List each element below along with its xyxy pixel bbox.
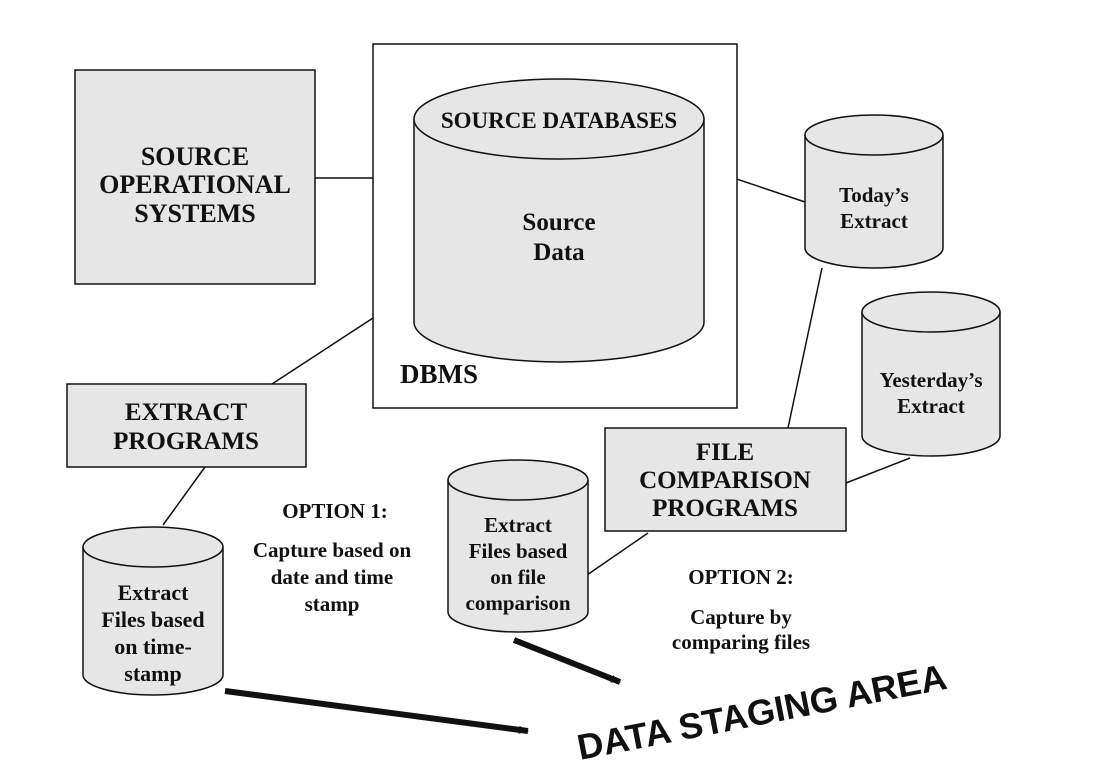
file-comparison-line1: FILE — [696, 439, 754, 466]
extract-programs-line2: PROGRAMS — [113, 428, 259, 455]
connector-todays-extract-to-file-comparison — [787, 267, 823, 429]
comparison-files-line1: Extract — [484, 513, 552, 537]
yesterdays-extract-cylinder: Yesterday’s Extract — [861, 291, 1001, 457]
file-comparison-line3: PROGRAMS — [652, 495, 798, 522]
arrow-timestamp-files-to-staging — [224, 688, 529, 734]
timestamp-files-line2: Files based — [101, 607, 204, 632]
timestamp-files-line1: Extract — [118, 580, 190, 605]
todays-extract-line2: Extract — [840, 209, 908, 233]
comparison-files-line3: on file — [490, 565, 545, 589]
option2-text: OPTION 2: Capture by comparing files — [672, 565, 810, 654]
option1-line2: date and time — [271, 565, 394, 589]
yesterdays-extract-line2: Extract — [897, 394, 965, 418]
source-systems-line2: OPERATIONAL — [99, 170, 291, 199]
file-comparison-programs-box: FILE COMPARISON PROGRAMS — [604, 427, 847, 532]
todays-extract-line1: Today’s — [839, 183, 909, 207]
file-comparison-line2: COMPARISON — [639, 467, 811, 494]
connector-extract-programs-to-timestamp-files — [162, 466, 206, 526]
todays-extract-cylinder: Today’s Extract — [804, 114, 944, 269]
timestamp-files-line3: on time- — [114, 634, 192, 659]
option2-title: OPTION 2: — [688, 565, 794, 589]
comparison-files-line4: comparison — [466, 591, 571, 615]
source-data-line2: Data — [533, 239, 585, 266]
comparison-extract-files-cylinder: Extract Files based on file comparison — [447, 459, 589, 633]
option1-line1: Capture based on — [253, 538, 412, 562]
option1-title: OPTION 1: — [282, 499, 388, 523]
extract-programs-box: EXTRACT PROGRAMS — [66, 383, 307, 468]
staging-arrows — [224, 637, 622, 734]
source-systems-line3: SYSTEMS — [134, 199, 255, 228]
source-operational-systems-box: SOURCE OPERATIONAL SYSTEMS — [74, 69, 316, 285]
timestamp-extract-files-cylinder: Extract Files based on time- stamp — [82, 526, 224, 696]
arrow-comparison-files-to-staging — [512, 637, 622, 685]
option2-line2: comparing files — [672, 630, 810, 654]
option1-line3: stamp — [305, 592, 360, 616]
source-systems-line1: SOURCE — [141, 142, 249, 171]
yesterdays-extract-line1: Yesterday’s — [879, 368, 982, 392]
connector-file-comparison-to-comparison-files — [586, 532, 649, 576]
option2-line1: Capture by — [690, 605, 792, 629]
dbms-label: DBMS — [400, 359, 478, 389]
option1-text: OPTION 1: Capture based on date and time… — [253, 499, 412, 616]
connector-dbms-to-extract-programs — [271, 317, 374, 385]
source-databases-cylinder: SOURCE DATABASES Source Data — [413, 78, 705, 363]
source-databases-title: SOURCE DATABASES — [441, 108, 677, 133]
timestamp-files-line4: stamp — [124, 661, 181, 686]
source-data-line1: Source — [522, 209, 595, 236]
comparison-files-line2: Files based — [469, 539, 568, 563]
data-staging-area-label: DATA STAGING AREA — [574, 656, 950, 768]
connector-yesterdays-extract-to-file-comparison — [845, 457, 911, 484]
extract-programs-line1: EXTRACT — [125, 399, 248, 426]
